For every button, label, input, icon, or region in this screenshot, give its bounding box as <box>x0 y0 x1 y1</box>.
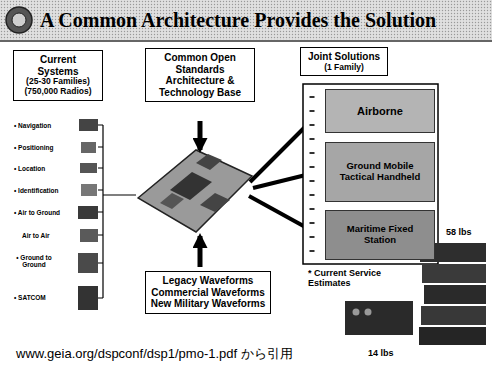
domain-band: Ground Mobile Tactical Handheld <box>325 142 435 202</box>
air-air-radio <box>80 229 98 242</box>
system-item: • Navigation <box>14 122 51 129</box>
box-heading: Common Open Standards Architecture & Tec… <box>150 52 250 98</box>
ground-radio <box>78 253 98 273</box>
source-citation: www.geia.org/dspconf/dsp1/pmo-1.pdf から引用 <box>16 347 293 362</box>
box-heading: Ground Mobile Tactical Handheld <box>330 161 430 183</box>
system-item: Air to Air <box>22 232 50 239</box>
input-arrow <box>198 236 203 267</box>
location-device <box>80 163 97 173</box>
small-radio <box>345 301 413 335</box>
box-heading: Airborne <box>330 105 430 118</box>
footnote: * Current Service Estimates <box>308 268 398 289</box>
board-chip <box>160 193 184 209</box>
service-icons <box>310 96 315 252</box>
radio-stack <box>421 306 486 325</box>
box-body: (25-30 Families) (750,000 Radios) <box>18 77 98 97</box>
solution-heading-box: Joint Solutions(1 Family) <box>300 47 388 76</box>
radio-stack <box>422 264 486 283</box>
solutions-frame <box>303 84 438 264</box>
box-body: (1 Family) <box>305 63 383 73</box>
box-heading: Current Systems <box>18 54 98 77</box>
box-heading: Joint Solutions <box>305 51 383 63</box>
weight-label: 14 lbs <box>368 348 394 358</box>
circuit-board <box>138 150 252 232</box>
system-item: • Ground to Ground <box>14 254 54 269</box>
banner-rule <box>0 40 492 42</box>
satcom-terminal <box>78 286 98 310</box>
radio-stack <box>424 285 486 304</box>
box-heading: Legacy Waveforms Commercial Waveforms Ne… <box>150 275 266 310</box>
source-box: Current Systems(25-30 Families) (750,000… <box>13 50 103 101</box>
system-item: • Location <box>14 165 45 172</box>
navigation-device <box>79 119 98 131</box>
logo-core <box>12 13 26 27</box>
architecture-box: Common Open Standards Architecture & Tec… <box>145 48 255 102</box>
domain-band: Maritime Fixed Station <box>325 210 435 260</box>
radio-knob <box>365 309 372 316</box>
identification-device <box>81 184 97 196</box>
system-item: • SATCOM <box>14 294 46 301</box>
positioning-device <box>81 142 96 153</box>
logo-disc <box>6 7 32 33</box>
waveform-box: Legacy Waveforms Commercial Waveforms Ne… <box>145 271 271 314</box>
domain-band: Airborne <box>325 89 435 133</box>
slide-title: A Common Architecture Provides the Solut… <box>40 9 436 32</box>
weight-label: 58 lbs <box>446 227 472 237</box>
input-arrow <box>198 121 203 150</box>
box-heading: Maritime Fixed Station <box>330 224 430 246</box>
system-item: • Air to Ground <box>14 209 60 216</box>
system-item: • Positioning <box>14 144 53 151</box>
board-chip <box>196 154 222 170</box>
air-ground-radio <box>78 206 98 219</box>
system-item: • Identification <box>14 187 59 194</box>
board-chip <box>200 193 230 212</box>
radio-stack <box>419 327 486 345</box>
radio-knob <box>353 309 360 316</box>
grouping-bracket <box>98 125 136 298</box>
title-banner <box>0 0 492 40</box>
